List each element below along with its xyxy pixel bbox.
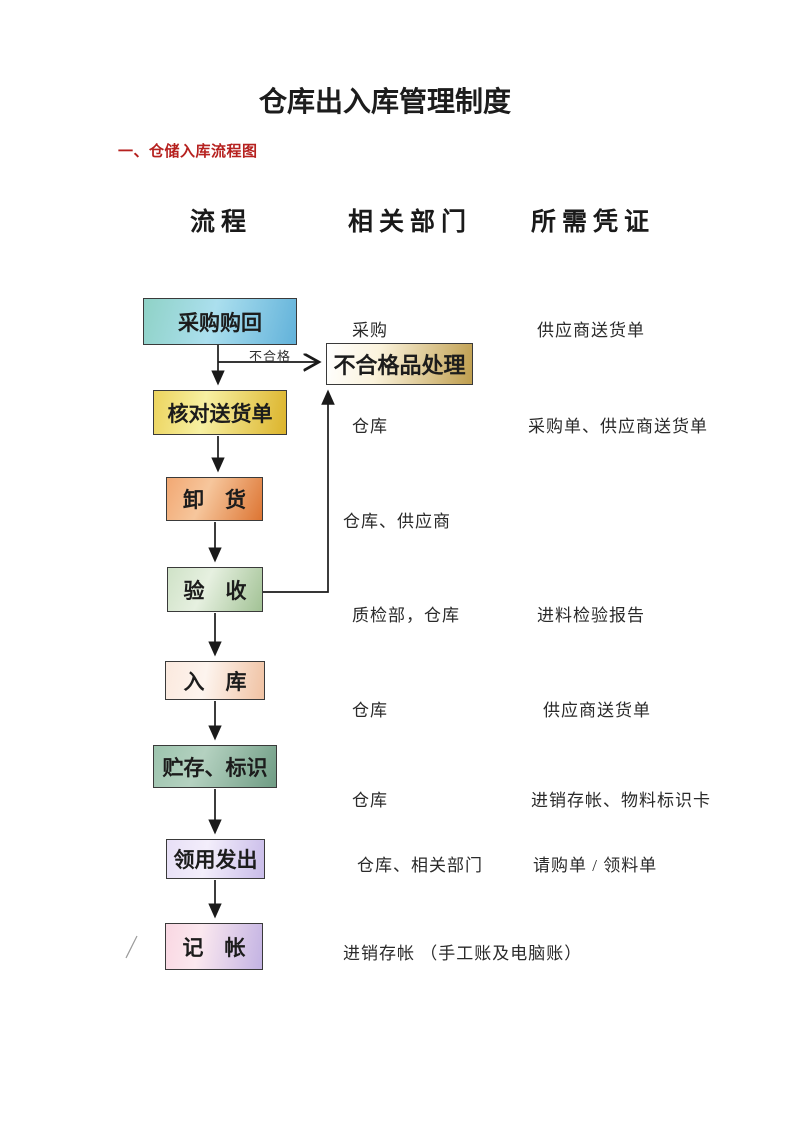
flow-step-inspect: 验 收 — [167, 567, 263, 612]
voucher-label: 进料检验报告 — [537, 606, 645, 625]
voucher-label: 进销存帐、物料标识卡 — [531, 791, 711, 810]
stray-pen-mark — [125, 935, 138, 959]
page-title: 仓库出入库管理制度 — [258, 86, 511, 117]
flow-step-label: 核对送货单 — [167, 401, 273, 426]
department-label: 质检部，仓库 — [352, 606, 460, 625]
department-label: 仓库 — [352, 791, 388, 810]
voucher-label: 采购单、供应商送货单 — [528, 417, 708, 436]
flow-step-issue-out: 领用发出 — [166, 839, 265, 879]
flow-step-label: 领用发出 — [173, 848, 258, 872]
department-label: 仓库、相关部门 — [357, 856, 483, 875]
flow-step-label: 卸 货 — [183, 488, 246, 512]
flow-step-label: 贮存、标识 — [162, 755, 268, 780]
flow-step-check-delivery-note: 核对送货单 — [153, 390, 287, 435]
flow-step-unload: 卸 货 — [166, 477, 263, 521]
flow-step-label: 入 库 — [183, 669, 247, 694]
flow-step-bookkeeping: 记 帐 — [165, 923, 263, 970]
department-label: 仓库 — [352, 701, 388, 720]
voucher-label: 供应商送货单 — [537, 321, 645, 340]
flow-step-store-and-label: 贮存、标识 — [153, 745, 277, 788]
flow-step-label: 记 帐 — [182, 935, 246, 960]
flow-step-reject-handling: 不合格品处理 — [326, 343, 473, 385]
department-label: 采购 — [352, 321, 388, 340]
column-header-process: 流程 — [190, 209, 253, 236]
flow-step-purchase-return: 采购购回 — [143, 298, 297, 345]
department-label: 进销存帐 （手工账及电脑账） — [343, 944, 583, 963]
column-header-voucher: 所需凭证 — [531, 209, 656, 236]
voucher-label: 请购单 / 领料单 — [533, 856, 658, 875]
flow-step-warehouse-in: 入 库 — [165, 661, 265, 700]
flow-step-label: 验 收 — [183, 578, 247, 603]
voucher-label: 供应商送货单 — [543, 701, 651, 720]
department-label: 仓库、供应商 — [343, 512, 451, 531]
column-header-department: 相关部门 — [348, 209, 473, 236]
flow-step-label: 采购购回 — [178, 310, 262, 335]
section-heading: 一、仓储入库流程图 — [118, 144, 258, 160]
reject-arrow-label: 不合格 — [249, 349, 292, 364]
flow-step-label: 不合格品处理 — [333, 353, 466, 378]
department-label: 仓库 — [352, 417, 388, 436]
